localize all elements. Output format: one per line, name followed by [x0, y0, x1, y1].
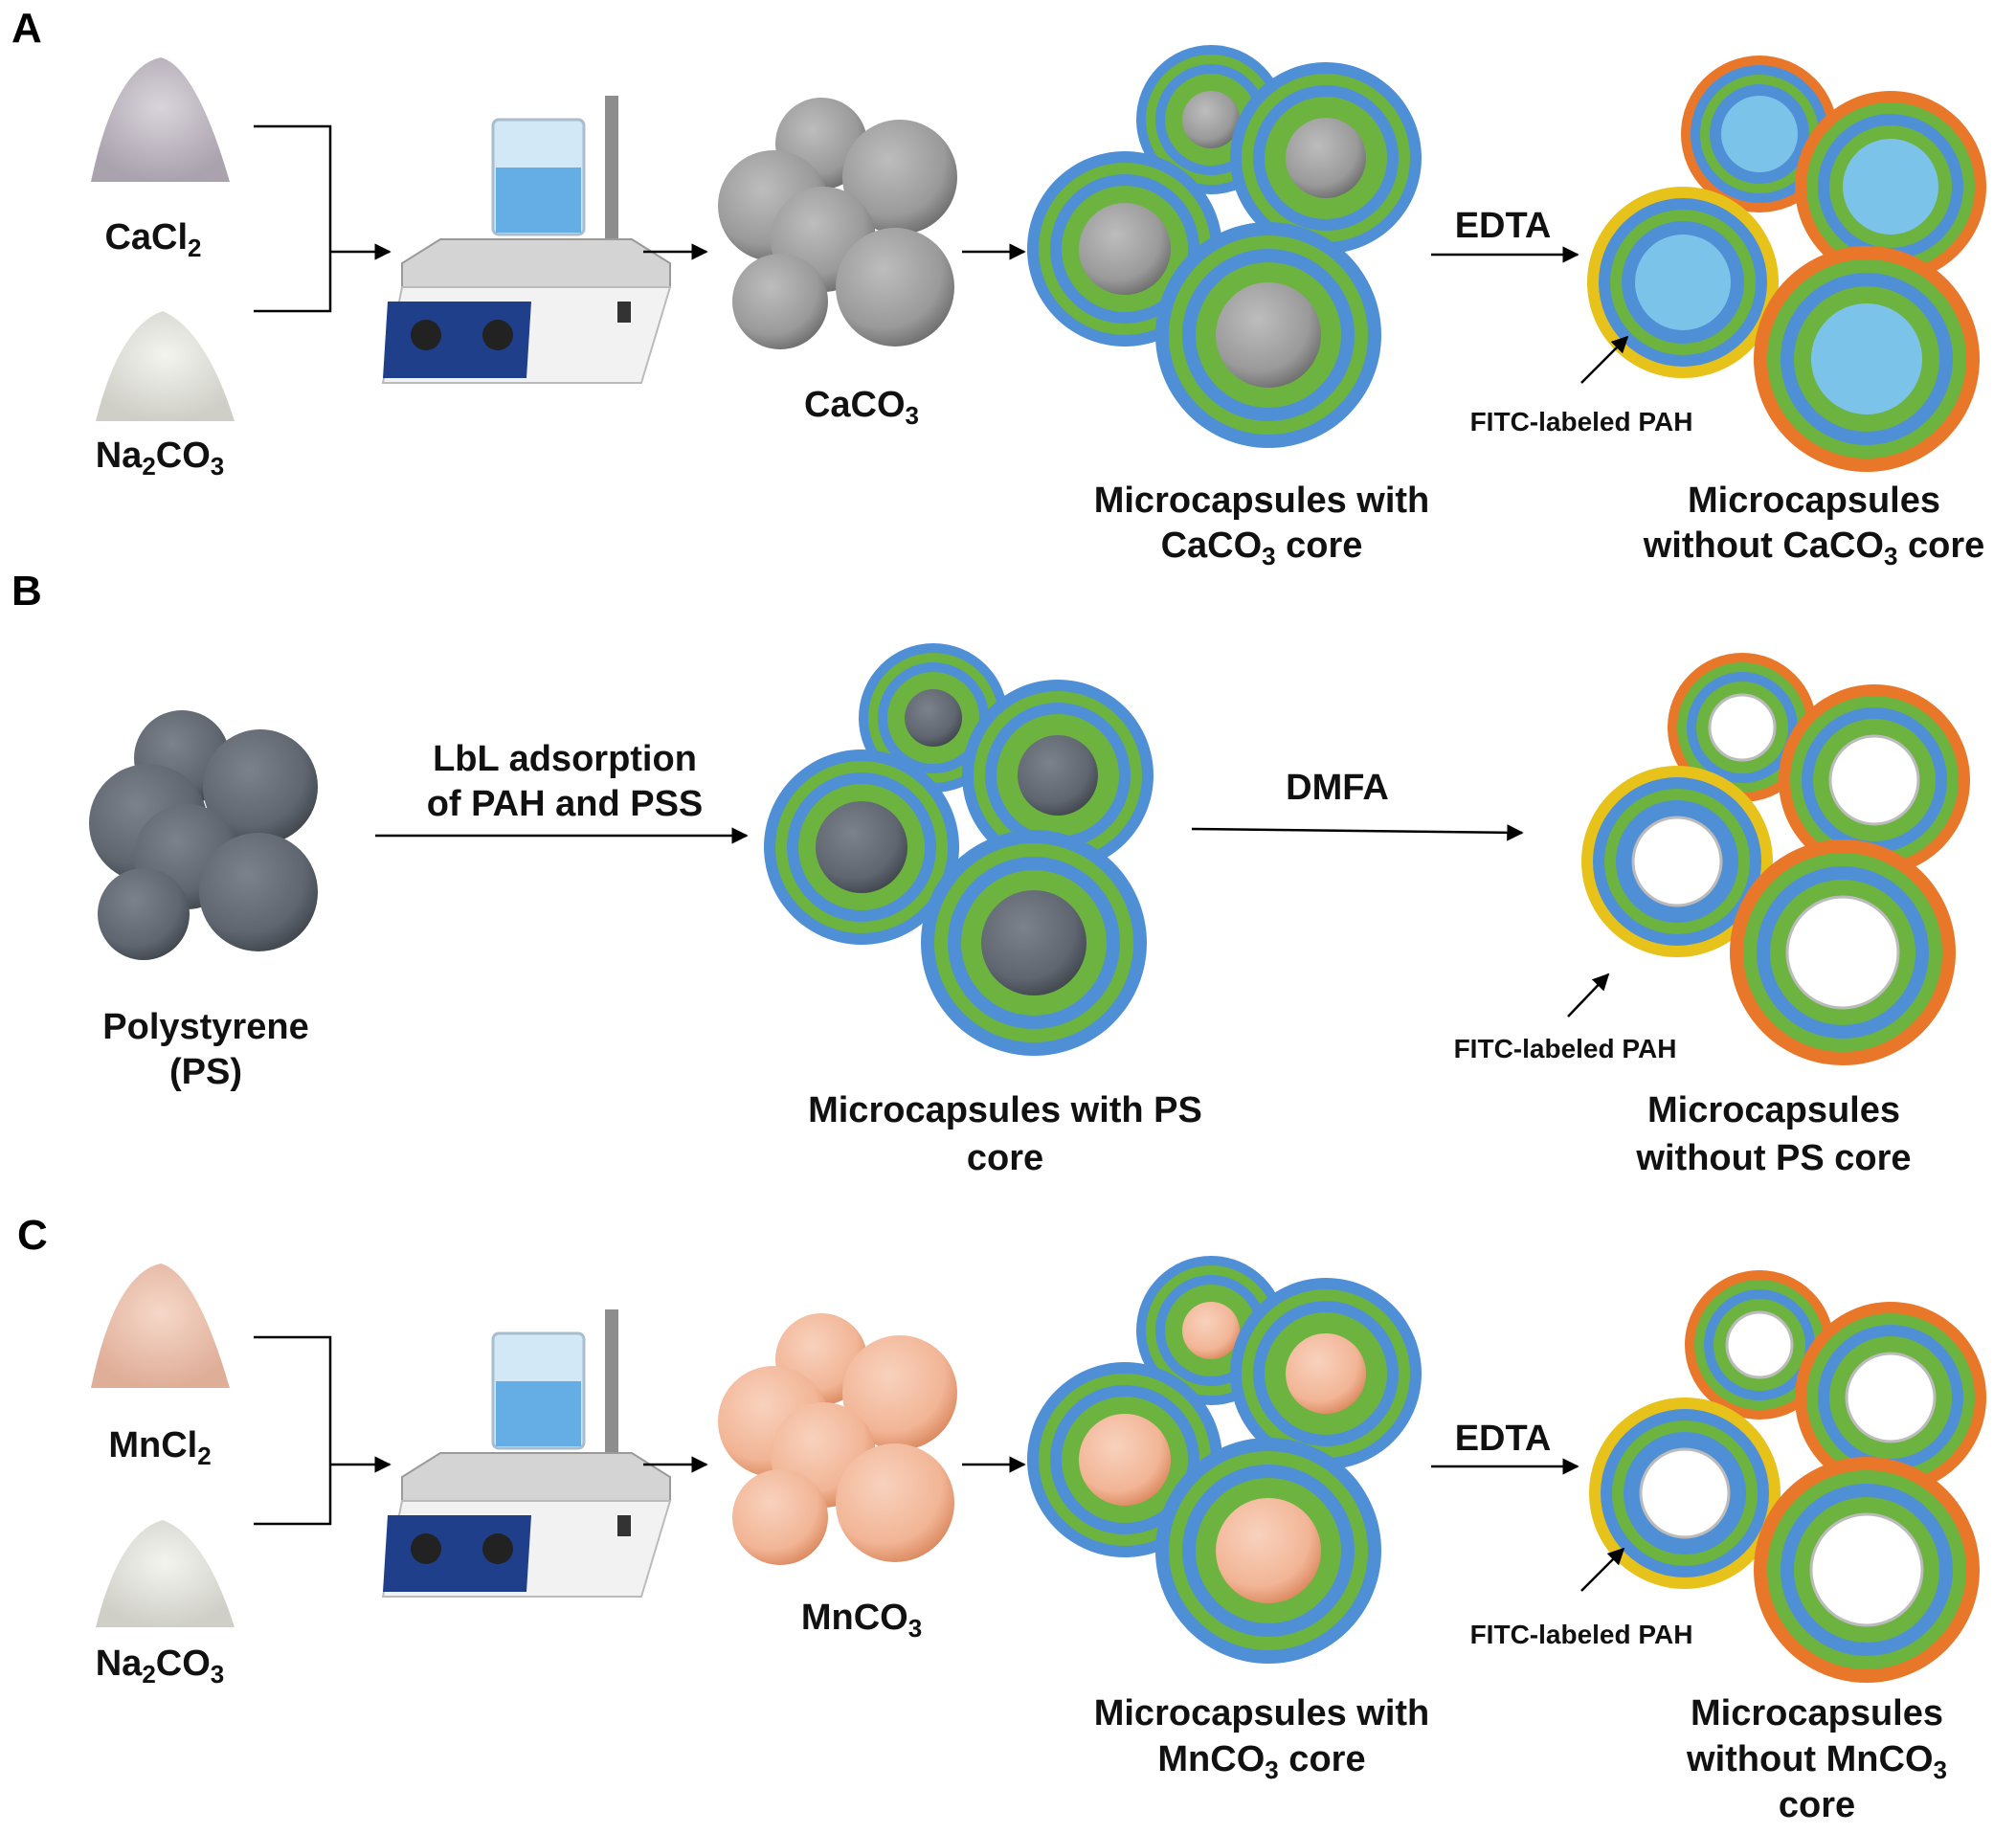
- microcapsules-with-ps-core: [764, 643, 1154, 1056]
- microcapsules-without-caco3-core: [1587, 56, 1986, 472]
- with-core-label-line2: MnCO3 core: [1157, 1739, 1365, 1784]
- lbl-adsorption-line2: of PAH and PSS: [427, 784, 704, 824]
- panel-b: B Polystyrene (PS) LbL adsorption of PAH…: [11, 568, 1970, 1178]
- na2co3-powder-image: [96, 1520, 235, 1627]
- mnco3-particles: [718, 1313, 957, 1565]
- with-core-label-line1: Microcapsules with: [1094, 481, 1430, 521]
- fitc-label: FITC-labeled PAH: [1470, 1620, 1693, 1649]
- merge-bracket: [254, 1335, 332, 1526]
- fitc-pointer-arrow: [1567, 973, 1610, 1018]
- fitc-pointer-arrow: [1580, 335, 1629, 384]
- without-core-label-line1: Microcapsules: [1688, 481, 1940, 521]
- mncl2-powder-image: [91, 1264, 230, 1388]
- panel-letter: C: [17, 1212, 48, 1259]
- na2co3-label: Na2CO3: [96, 1644, 225, 1689]
- microcapsules-with-caco3-core: [1027, 45, 1422, 448]
- without-core-label-line3: core: [1779, 1785, 1855, 1825]
- without-core-label-line2: without MnCO3: [1686, 1739, 1947, 1784]
- without-ps-core-line1: Microcapsules: [1647, 1090, 1900, 1130]
- edta-label: EDTA: [1455, 206, 1552, 246]
- mnco3-label: MnCO3: [801, 1598, 922, 1643]
- microcapsules-without-mnco3-core: [1589, 1270, 1986, 1683]
- without-ps-core-line2: without PS core: [1635, 1138, 1911, 1178]
- magnetic-stirrer-image: [381, 1309, 672, 1598]
- ps-label-line1: Polystyrene: [102, 1007, 308, 1047]
- without-core-label-line1: Microcapsules: [1691, 1693, 1943, 1733]
- caco3-particles: [718, 98, 957, 349]
- caco3-label: CaCO3: [804, 385, 919, 430]
- arrow-dmfa: [1191, 824, 1524, 841]
- fitc-label: FITC-labeled PAH: [1454, 1034, 1677, 1063]
- merge-bracket: [254, 124, 332, 313]
- dmfa-label: DMFA: [1286, 768, 1389, 808]
- panel-c: C MnCl2 Na2CO3: [17, 1212, 1986, 1825]
- mncl2-label: MnCl2: [108, 1425, 211, 1470]
- na2co3-powder-image: [96, 311, 235, 421]
- cacl2-label: CaCl2: [104, 217, 201, 262]
- with-ps-core-line1: Microcapsules with PS: [808, 1090, 1202, 1130]
- without-core-label-line2: without CaCO3 core: [1643, 526, 1985, 570]
- panel-letter: A: [11, 5, 42, 52]
- na2co3-label: Na2CO3: [96, 436, 225, 481]
- fitc-pointer-arrow: [1580, 1547, 1625, 1592]
- edta-label: EDTA: [1455, 1419, 1552, 1459]
- microcapsules-with-mnco3-core: [1027, 1256, 1422, 1664]
- panel-letter: B: [11, 568, 42, 615]
- fitc-label: FITC-labeled PAH: [1470, 407, 1693, 436]
- with-core-label-line1: Microcapsules with: [1094, 1693, 1430, 1733]
- microcapsules-without-ps-core: [1581, 653, 1970, 1065]
- polystyrene-particles: [89, 710, 318, 960]
- magnetic-stirrer-image: [381, 96, 672, 384]
- with-core-label-line2: CaCO3 core: [1161, 526, 1363, 570]
- lbl-adsorption-line1: LbL adsorption: [433, 739, 697, 779]
- ps-label-line2: (PS): [169, 1052, 242, 1092]
- panel-a: A CaCl2 Na2CO3: [11, 5, 1986, 570]
- with-ps-core-line2: core: [967, 1138, 1043, 1178]
- cacl2-powder-image: [91, 57, 230, 182]
